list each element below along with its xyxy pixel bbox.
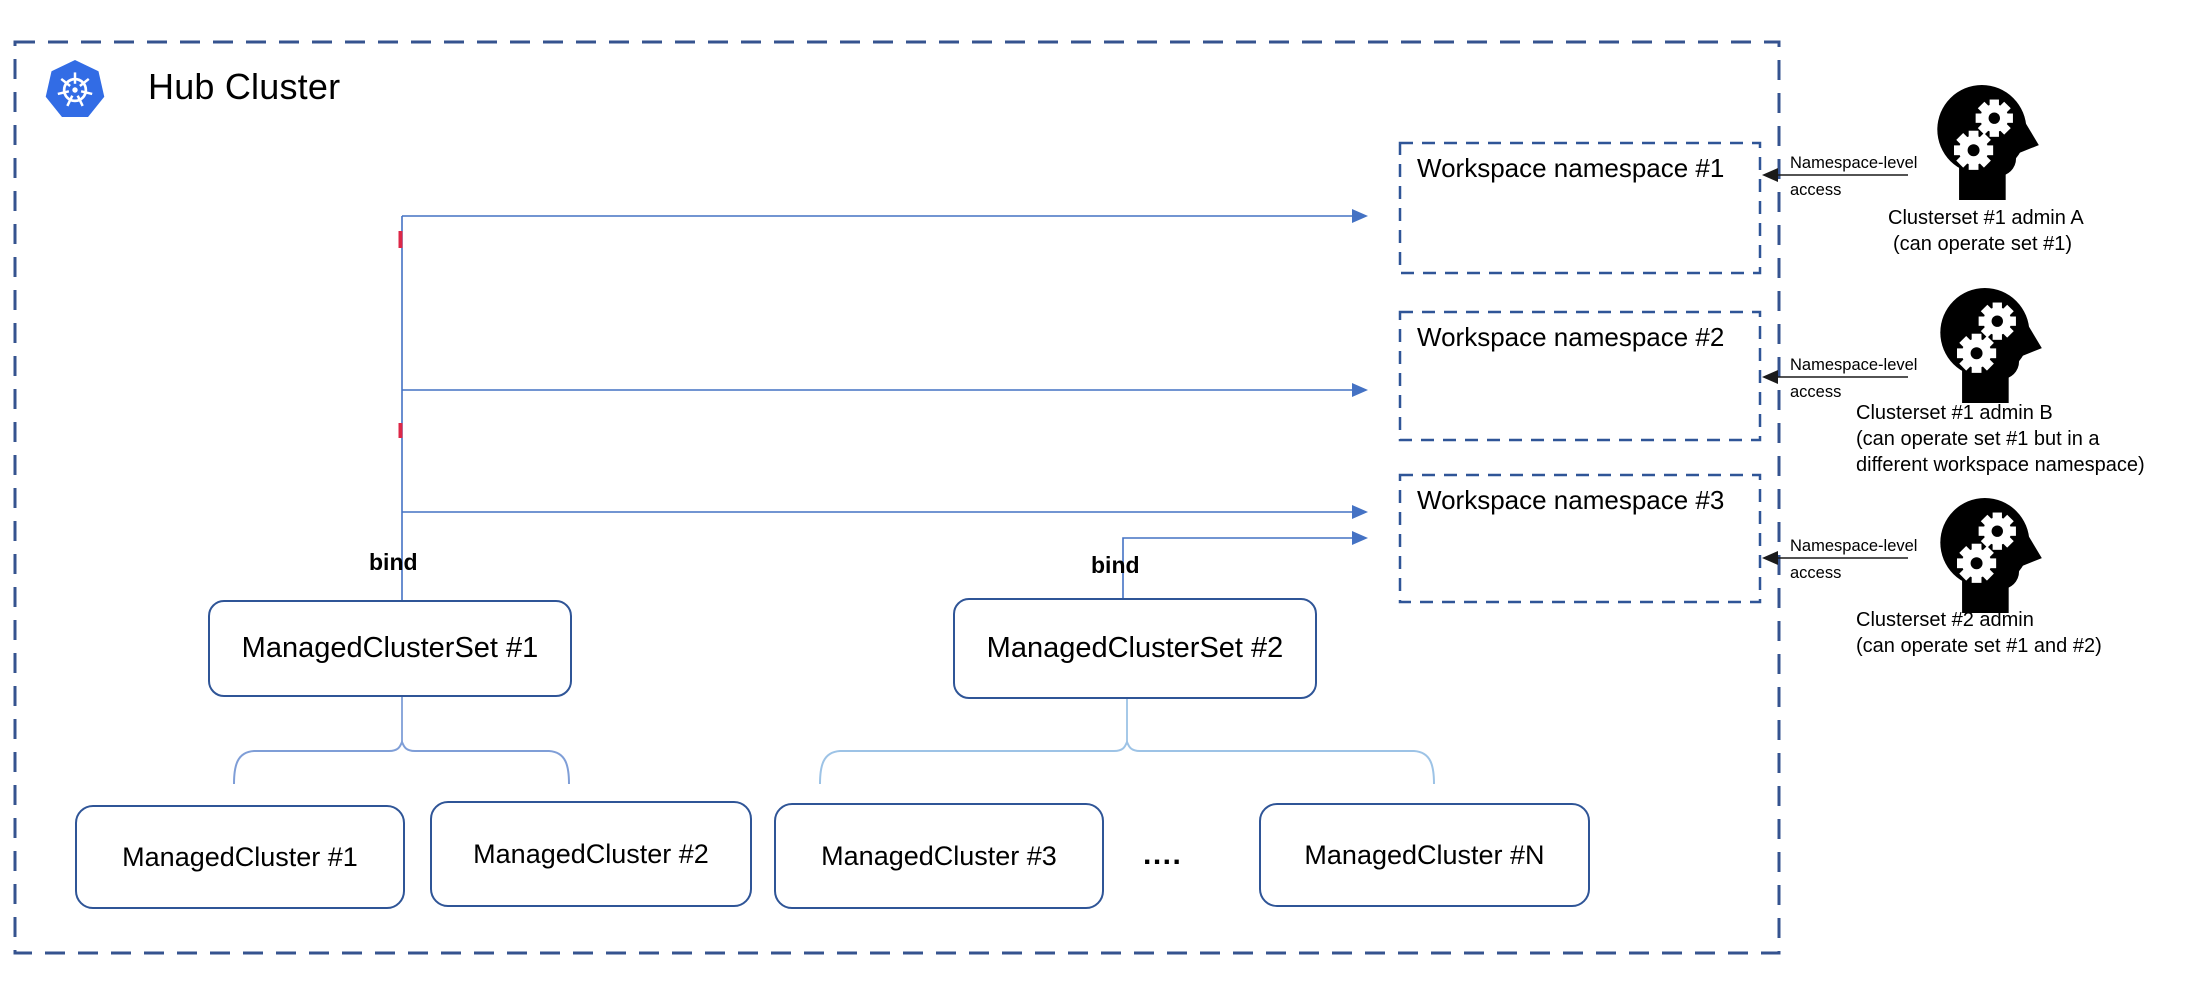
namespace-access-label-3-line1: Namespace-level [1790,537,1918,555]
workspace-arrow-2 [402,383,1368,397]
managed-cluster-n-label: ManagedCluster #N [1304,839,1545,870]
more-clusters-ellipsis: .... [1143,838,1183,871]
managed-cluster-n-box: ManagedCluster #N [1259,803,1590,907]
namespace-access-arrow-1 [1762,168,1908,182]
namespace-access-label-2-line2: access [1790,383,1842,401]
workspace-namespace-2-box [1398,310,1762,442]
clusterset-1-brace [233,694,570,785]
workspace-namespace-1-box [1398,141,1762,275]
workspace-namespace-3-label: Workspace namespace #3 [1417,485,1725,515]
admin-head-gears-icon-2 [1936,287,2042,403]
namespace-access-arrow-3 [1762,551,1908,565]
namespace-access-label-3-line2: access [1790,564,1842,582]
admin-1-note: (can operate set #1) [1893,233,2072,255]
bind-label-1: bind [369,549,418,575]
admin-1-name: Clusterset #1 admin A [1888,207,2084,229]
admin-head-gears-icon-1 [1933,84,2039,200]
namespace-access-label-2-line1: Namespace-level [1790,356,1918,374]
managed-cluster-set-1-box: ManagedClusterSet #1 [208,600,572,697]
red-connection-mark-1 [398,231,403,248]
workspace-namespace-2-label: Workspace namespace #2 [1417,322,1725,352]
admin-3-note: (can operate set #1 and #2) [1856,635,2102,657]
managed-cluster-set-1-label: ManagedClusterSet #1 [241,632,539,664]
managed-cluster-set-2-box: ManagedClusterSet #2 [953,598,1317,699]
workspace-arrow-1 [402,209,1368,223]
clusterset-2-brace [819,696,1435,785]
workspace-arrow-3 [402,505,1368,519]
bind-connector-clusterset-2 [1122,531,1368,598]
kubernetes-logo-icon [45,60,105,117]
managed-cluster-set-2-label: ManagedClusterSet #2 [986,632,1284,664]
admin-3-name: Clusterset #2 admin [1856,609,2034,631]
hub-cluster-title: Hub Cluster [148,66,341,107]
bind-label-2: bind [1091,552,1140,578]
admin-head-gears-icon-3 [1936,497,2042,613]
managed-cluster-1-box: ManagedCluster #1 [75,805,405,909]
admin-2-name: Clusterset #1 admin B [1856,402,2053,424]
managed-cluster-2-label: ManagedCluster #2 [473,838,709,869]
workspace-namespace-3-box [1398,473,1762,604]
workspace-namespace-1-label: Workspace namespace #1 [1417,153,1725,183]
admin-2-note: (can operate set #1 but in a different w… [1856,428,2145,476]
hub-cluster-border [13,40,1781,955]
managed-cluster-3-box: ManagedCluster #3 [774,803,1104,909]
namespace-access-label-1-line1: Namespace-level [1790,154,1918,172]
managed-cluster-1-label: ManagedCluster #1 [122,841,358,872]
red-connection-mark-2 [398,423,403,438]
namespace-access-arrow-2 [1762,370,1908,384]
namespace-access-label-1-line2: access [1790,181,1842,199]
managed-cluster-2-box: ManagedCluster #2 [430,801,752,907]
managed-cluster-3-label: ManagedCluster #3 [821,840,1057,871]
